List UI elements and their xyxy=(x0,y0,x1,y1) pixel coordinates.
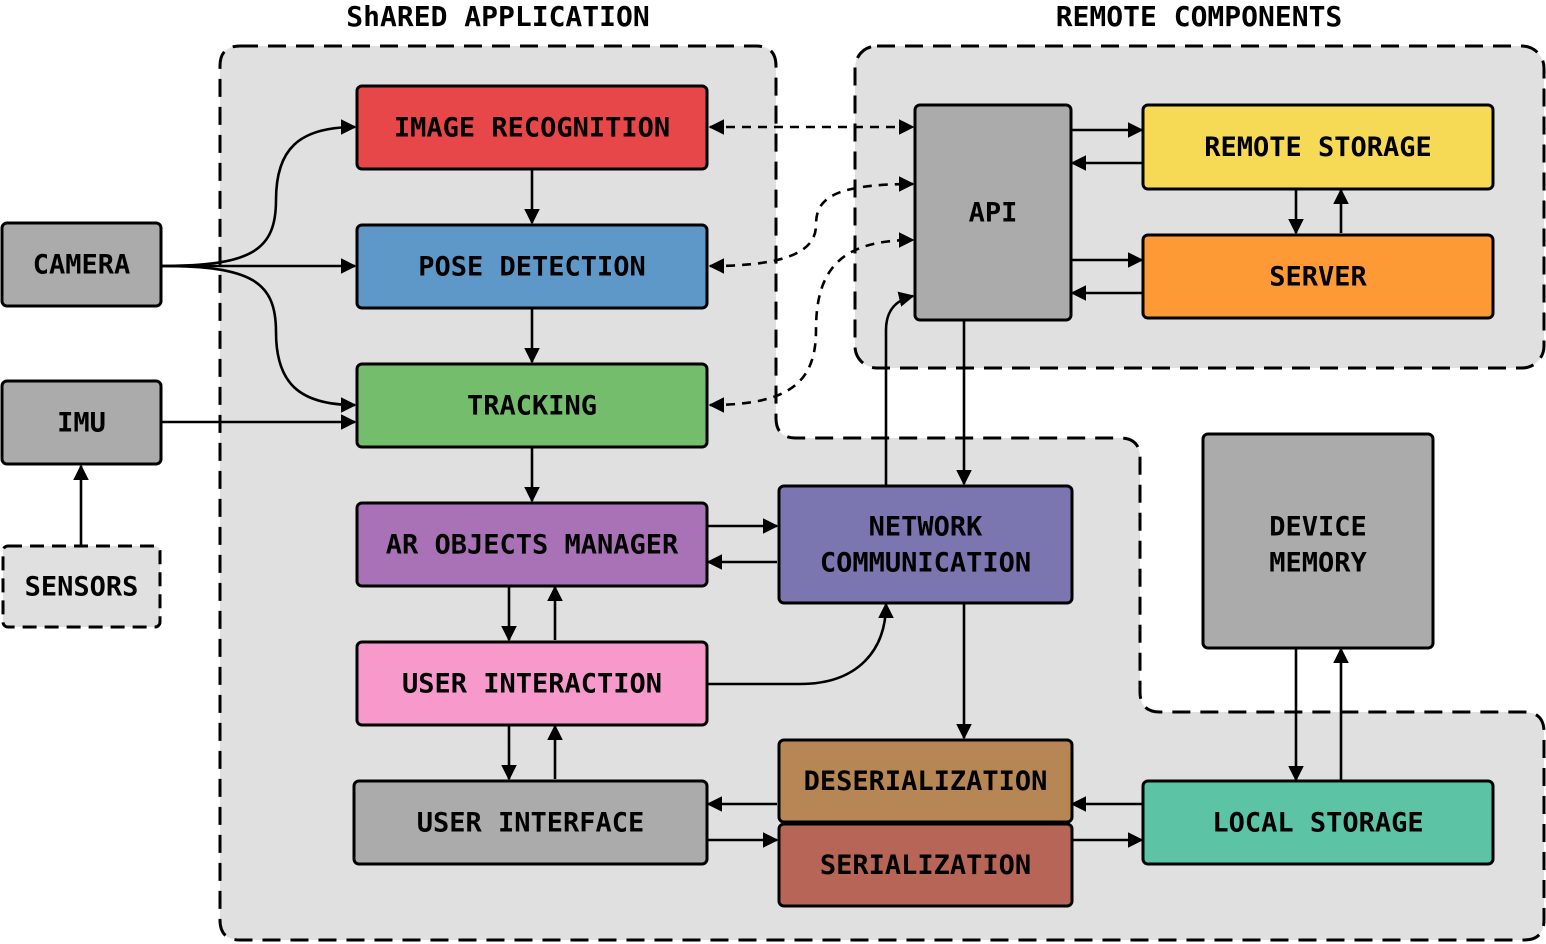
node-imu: IMU xyxy=(0,379,163,466)
node-label-line: LOCAL STORAGE xyxy=(1212,807,1423,838)
node-pose-detection: POSE DETECTION xyxy=(355,223,709,310)
shared-application-title: ShARED APPLICATION xyxy=(346,0,649,33)
serialization-box xyxy=(777,822,1074,908)
node-remote-storage: REMOTE STORAGE xyxy=(1141,103,1495,191)
api-label: API xyxy=(969,197,1018,228)
node-label-line: USER INTERACTION xyxy=(402,668,662,699)
node-label-line: IMAGE RECOGNITION xyxy=(394,112,670,143)
node-tracking: TRACKING xyxy=(355,362,709,449)
node-label-line: TRACKING xyxy=(467,390,597,421)
node-label-line: SENSORS xyxy=(25,571,139,602)
serialization-label: SERIALIZATION xyxy=(820,850,1031,881)
device-memory-label: DEVICE MEMORY xyxy=(1269,511,1367,578)
api-box xyxy=(913,103,1073,322)
tracking-box xyxy=(355,362,709,449)
node-label-line: API xyxy=(969,197,1018,228)
edge-camera-image-recognition xyxy=(161,119,357,268)
node-label-line: DEVICE xyxy=(1269,511,1367,542)
network-communication-box xyxy=(777,484,1074,605)
node-network-communication: NETWORK COMMUNICATION xyxy=(777,484,1074,605)
local-storage-box xyxy=(1141,779,1495,866)
local-storage-label: LOCAL STORAGE xyxy=(1212,807,1423,838)
node-label-line: CAMERA xyxy=(33,249,131,280)
remote-storage-label: REMOTE STORAGE xyxy=(1204,132,1432,163)
node-camera: CAMERA xyxy=(0,221,163,308)
node-deserialization: DESERIALIZATION xyxy=(777,738,1074,824)
camera-label: CAMERA xyxy=(33,249,131,280)
node-label-line: REMOTE STORAGE xyxy=(1204,132,1432,163)
node-sensors: SENSORS xyxy=(1,544,162,629)
pose-detection-label: POSE DETECTION xyxy=(418,251,646,282)
user-interaction-box xyxy=(355,640,709,727)
image-recognition-label: IMAGE RECOGNITION xyxy=(394,112,670,143)
imu-box xyxy=(0,379,163,466)
node-server: SERVER xyxy=(1141,233,1495,320)
remote-components-title: REMOTE COMPONENTS xyxy=(1056,0,1343,33)
tracking-label: TRACKING xyxy=(467,390,597,421)
deserialization-label: DESERIALIZATION xyxy=(804,766,1048,797)
user-interface-label: USER INTERFACE xyxy=(417,807,645,838)
user-interaction-label: USER INTERACTION xyxy=(402,668,662,699)
camera-box xyxy=(0,221,163,308)
node-label-line: USER INTERFACE xyxy=(417,807,645,838)
edge-camera-tracking xyxy=(161,264,357,413)
edge-user-interaction-network xyxy=(708,602,894,686)
network-communication-label: NETWORK COMMUNICATION xyxy=(820,511,1031,578)
node-label-line: SERVER xyxy=(1269,261,1367,292)
edges xyxy=(73,119,1349,848)
node-label-line: IMU xyxy=(57,407,106,438)
device-memory-box xyxy=(1201,432,1435,650)
edge-pose-detection-api-dashed xyxy=(708,176,915,274)
remote-storage-box xyxy=(1141,103,1495,191)
node-device-memory: DEVICE MEMORY xyxy=(1201,432,1435,650)
node-serialization: SERIALIZATION xyxy=(777,822,1074,908)
server-box xyxy=(1141,233,1495,320)
node-label-line: MEMORY xyxy=(1269,547,1367,578)
ar-objects-manager-box xyxy=(355,501,709,588)
imu-label: IMU xyxy=(57,407,106,438)
node-user-interface: USER INTERFACE xyxy=(352,779,709,866)
sensors-label: SENSORS xyxy=(25,571,139,602)
ar-objects-manager-label: AR OBJECTS MANAGER xyxy=(386,529,679,560)
node-label-line: AR OBJECTS MANAGER xyxy=(386,529,679,560)
server-label: SERVER xyxy=(1269,261,1367,292)
user-interface-box xyxy=(352,779,709,866)
node-local-storage: LOCAL STORAGE xyxy=(1141,779,1495,866)
node-user-interaction: USER INTERACTION xyxy=(355,640,709,727)
node-label-line: COMMUNICATION xyxy=(820,547,1031,578)
image-recognition-box xyxy=(355,84,709,171)
node-label-line: POSE DETECTION xyxy=(418,251,646,282)
node-image-recognition: IMAGE RECOGNITION xyxy=(355,84,709,171)
pose-detection-box xyxy=(355,223,709,310)
deserialization-box xyxy=(777,738,1074,824)
node-ar-objects-manager: AR OBJECTS MANAGER xyxy=(355,501,709,588)
node-label-line: NETWORK xyxy=(869,511,984,542)
node-api: API xyxy=(913,103,1073,322)
edge-tracking-api-dashed xyxy=(708,232,915,413)
node-label-line: DESERIALIZATION xyxy=(804,766,1048,797)
node-label-line: SERIALIZATION xyxy=(820,850,1031,881)
sensors-box xyxy=(1,544,162,629)
